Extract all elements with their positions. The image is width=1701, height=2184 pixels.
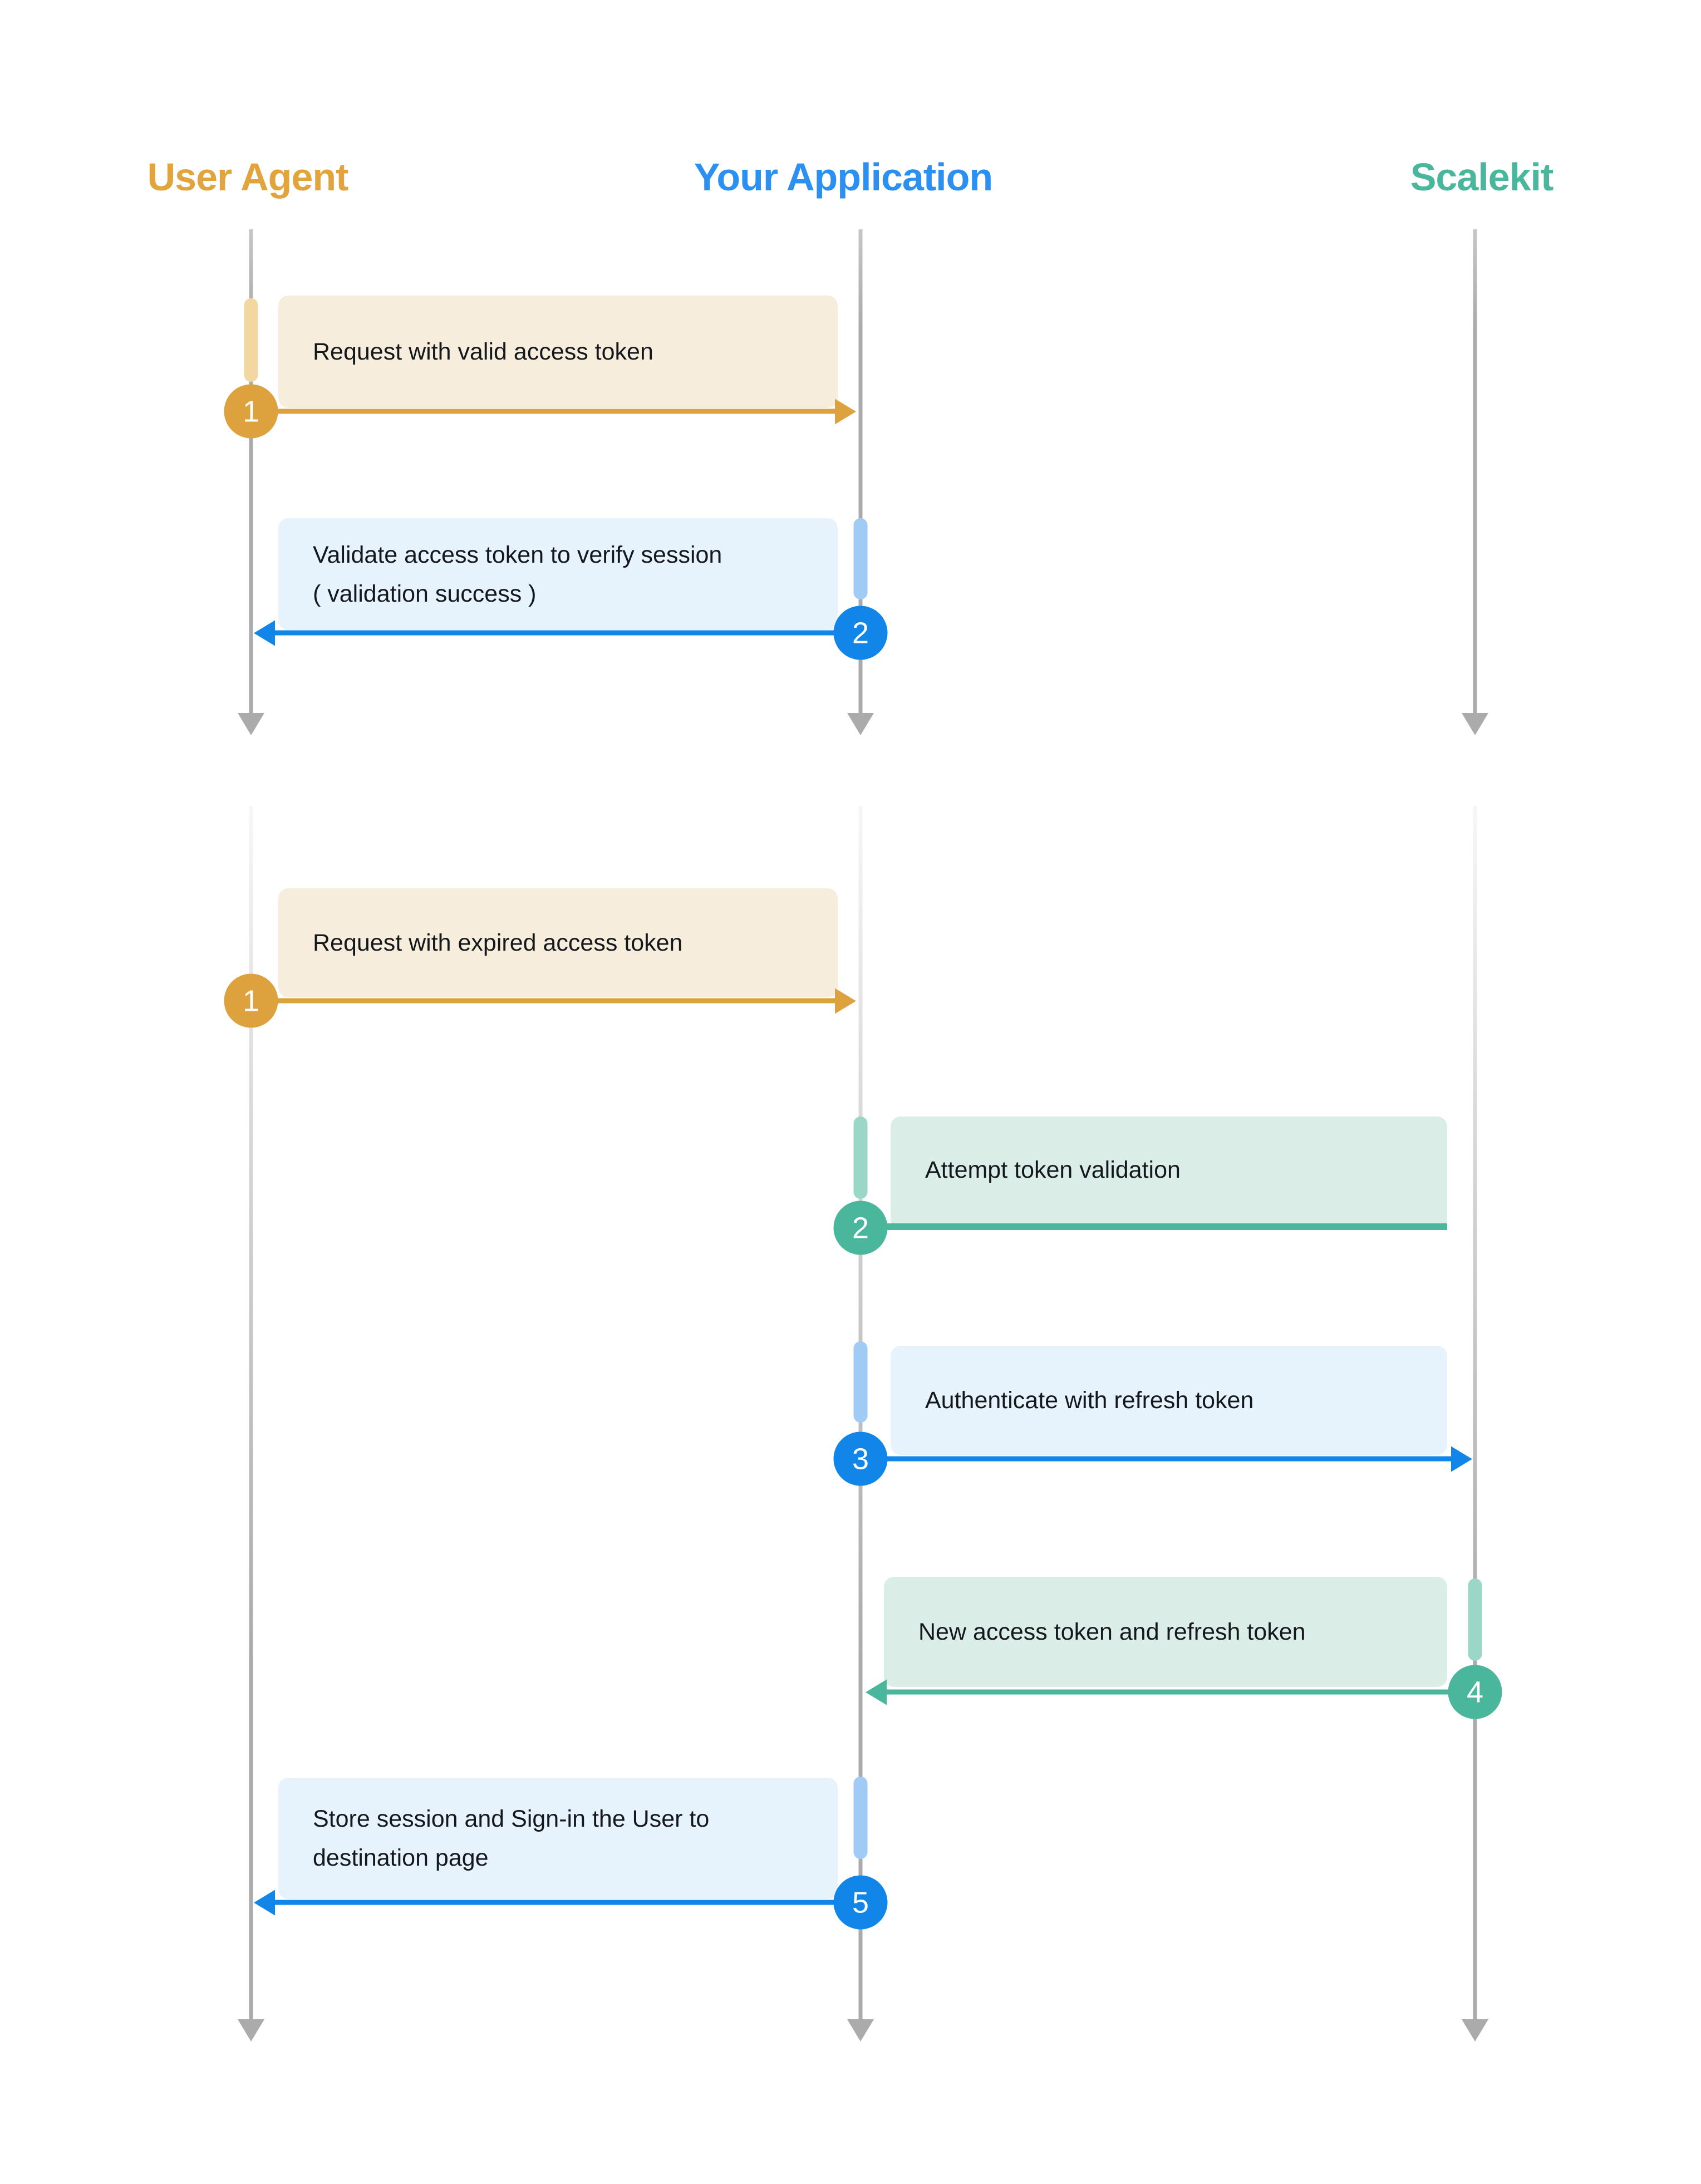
lifeline-scalekit (1473, 229, 1477, 713)
step-number-badge: 4 (1448, 1665, 1502, 1719)
lifeline-arrowhead (238, 2019, 264, 2042)
message-box: Request with valid access token (278, 296, 838, 408)
arrowhead-left-icon (866, 1679, 887, 1705)
arrowhead-left-icon (254, 620, 275, 646)
message-arrow-left (254, 620, 861, 646)
message-text-line: Store session and Sign-in the User to (313, 1806, 710, 1832)
message-box: Attempt token validation (891, 1116, 1447, 1223)
activation-user-agent (244, 298, 258, 382)
step-number-badge: 5 (833, 1875, 888, 1930)
message-arrow-left (254, 1890, 861, 1915)
activation-scalekit (1468, 1578, 1482, 1661)
message-arrow-right (251, 988, 856, 1014)
step-number-badge: 1 (224, 384, 278, 439)
arrowhead-right-icon (1451, 1446, 1472, 1472)
arrowhead-right-icon (835, 988, 856, 1014)
message-text-line: Attempt token validation (925, 1157, 1181, 1183)
self-message-line (861, 1223, 1447, 1230)
message-text-line: Authenticate with refresh token (925, 1387, 1254, 1414)
step-number-badge: 2 (833, 1201, 888, 1255)
lifeline-your-application (858, 229, 863, 713)
lifeline-user-agent (249, 229, 253, 713)
lifeline-arrowhead (1462, 2019, 1488, 2042)
actor-label-your-application: Your Application (694, 155, 993, 199)
message-text-line: New access token and refresh token (918, 1619, 1306, 1645)
actor-label-user-agent: User Agent (147, 155, 349, 199)
lifeline-scalekit (1473, 806, 1477, 2019)
message-text-line: ( validation success ) (313, 580, 537, 607)
message-box: Store session and Sign-in the User to de… (278, 1778, 838, 1899)
lifeline-arrowhead (847, 2019, 874, 2042)
message-arrow-right (251, 399, 856, 424)
message-arrow-right (861, 1446, 1472, 1472)
activation-your-application (853, 1116, 868, 1199)
message-box: Authenticate with refresh token (891, 1346, 1447, 1455)
lifeline-user-agent (249, 806, 253, 2019)
lifeline-arrowhead (847, 713, 874, 735)
message-arrow-left (866, 1679, 1475, 1705)
message-box: Request with expired access token (278, 888, 838, 997)
activation-your-application (853, 1341, 868, 1423)
message-text-line: Validate access token to verify session (313, 541, 722, 568)
arrowhead-right-icon (835, 399, 856, 424)
message-box: New access token and refresh token (884, 1577, 1447, 1687)
activation-your-application (853, 1777, 868, 1859)
message-text-line: destination page (313, 1844, 489, 1871)
lifeline-arrowhead (1462, 713, 1488, 735)
actor-label-scalekit: Scalekit (1410, 155, 1554, 199)
step-number-badge: 2 (833, 606, 888, 660)
step-number-badge: 1 (224, 973, 278, 1028)
arrowhead-left-icon (254, 1890, 275, 1915)
step-number-badge: 3 (833, 1432, 888, 1486)
message-box: Validate access token to verify session … (278, 518, 838, 630)
message-text-line: Request with expired access token (313, 929, 683, 956)
message-text-line: Request with valid access token (313, 338, 653, 365)
lifeline-arrowhead (238, 713, 264, 735)
activation-your-application (853, 518, 868, 599)
